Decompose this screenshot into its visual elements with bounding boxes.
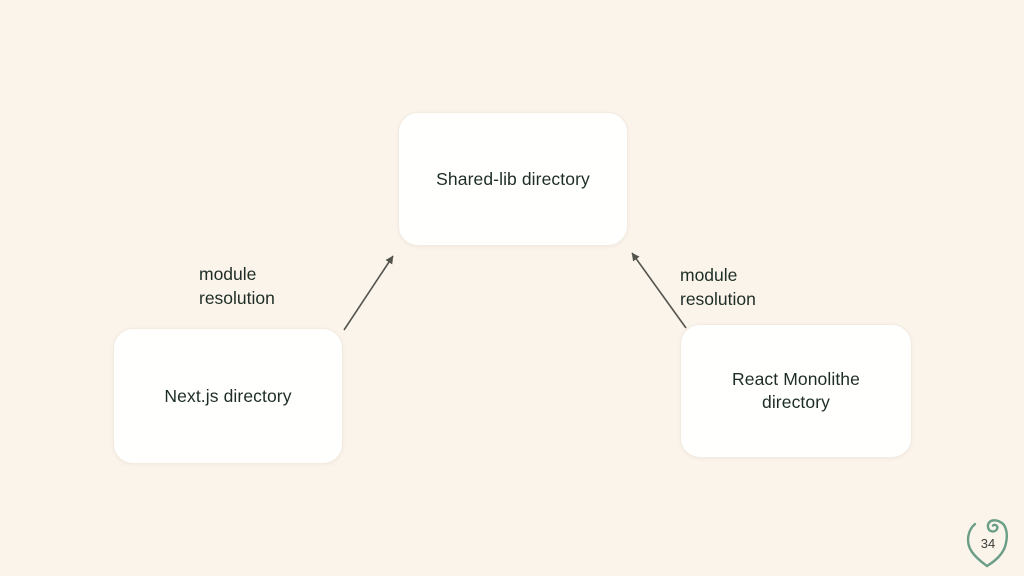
node-react-label: React Monolithe directory — [732, 369, 860, 412]
leaf-logo-icon — [966, 519, 1009, 568]
node-nextjs-label: Next.js directory — [164, 385, 292, 406]
node-shared-lib-label: Shared-lib directory — [436, 168, 590, 189]
node-nextjs-directory: Next.js directory — [113, 328, 343, 464]
node-react-monolithe-directory: React Monolithe directory — [680, 324, 912, 458]
page-number: 34 — [980, 536, 996, 551]
edge-label-module-resolution-right: module resolution — [680, 265, 756, 309]
edge-label-module-resolution-left: module resolution — [199, 264, 275, 308]
arrow-nextjs-to-shared — [343, 255, 394, 331]
slide-logo: 34 — [963, 516, 1019, 574]
node-shared-lib-directory: Shared-lib directory — [398, 112, 628, 246]
arrow-react-to-shared — [631, 252, 687, 329]
